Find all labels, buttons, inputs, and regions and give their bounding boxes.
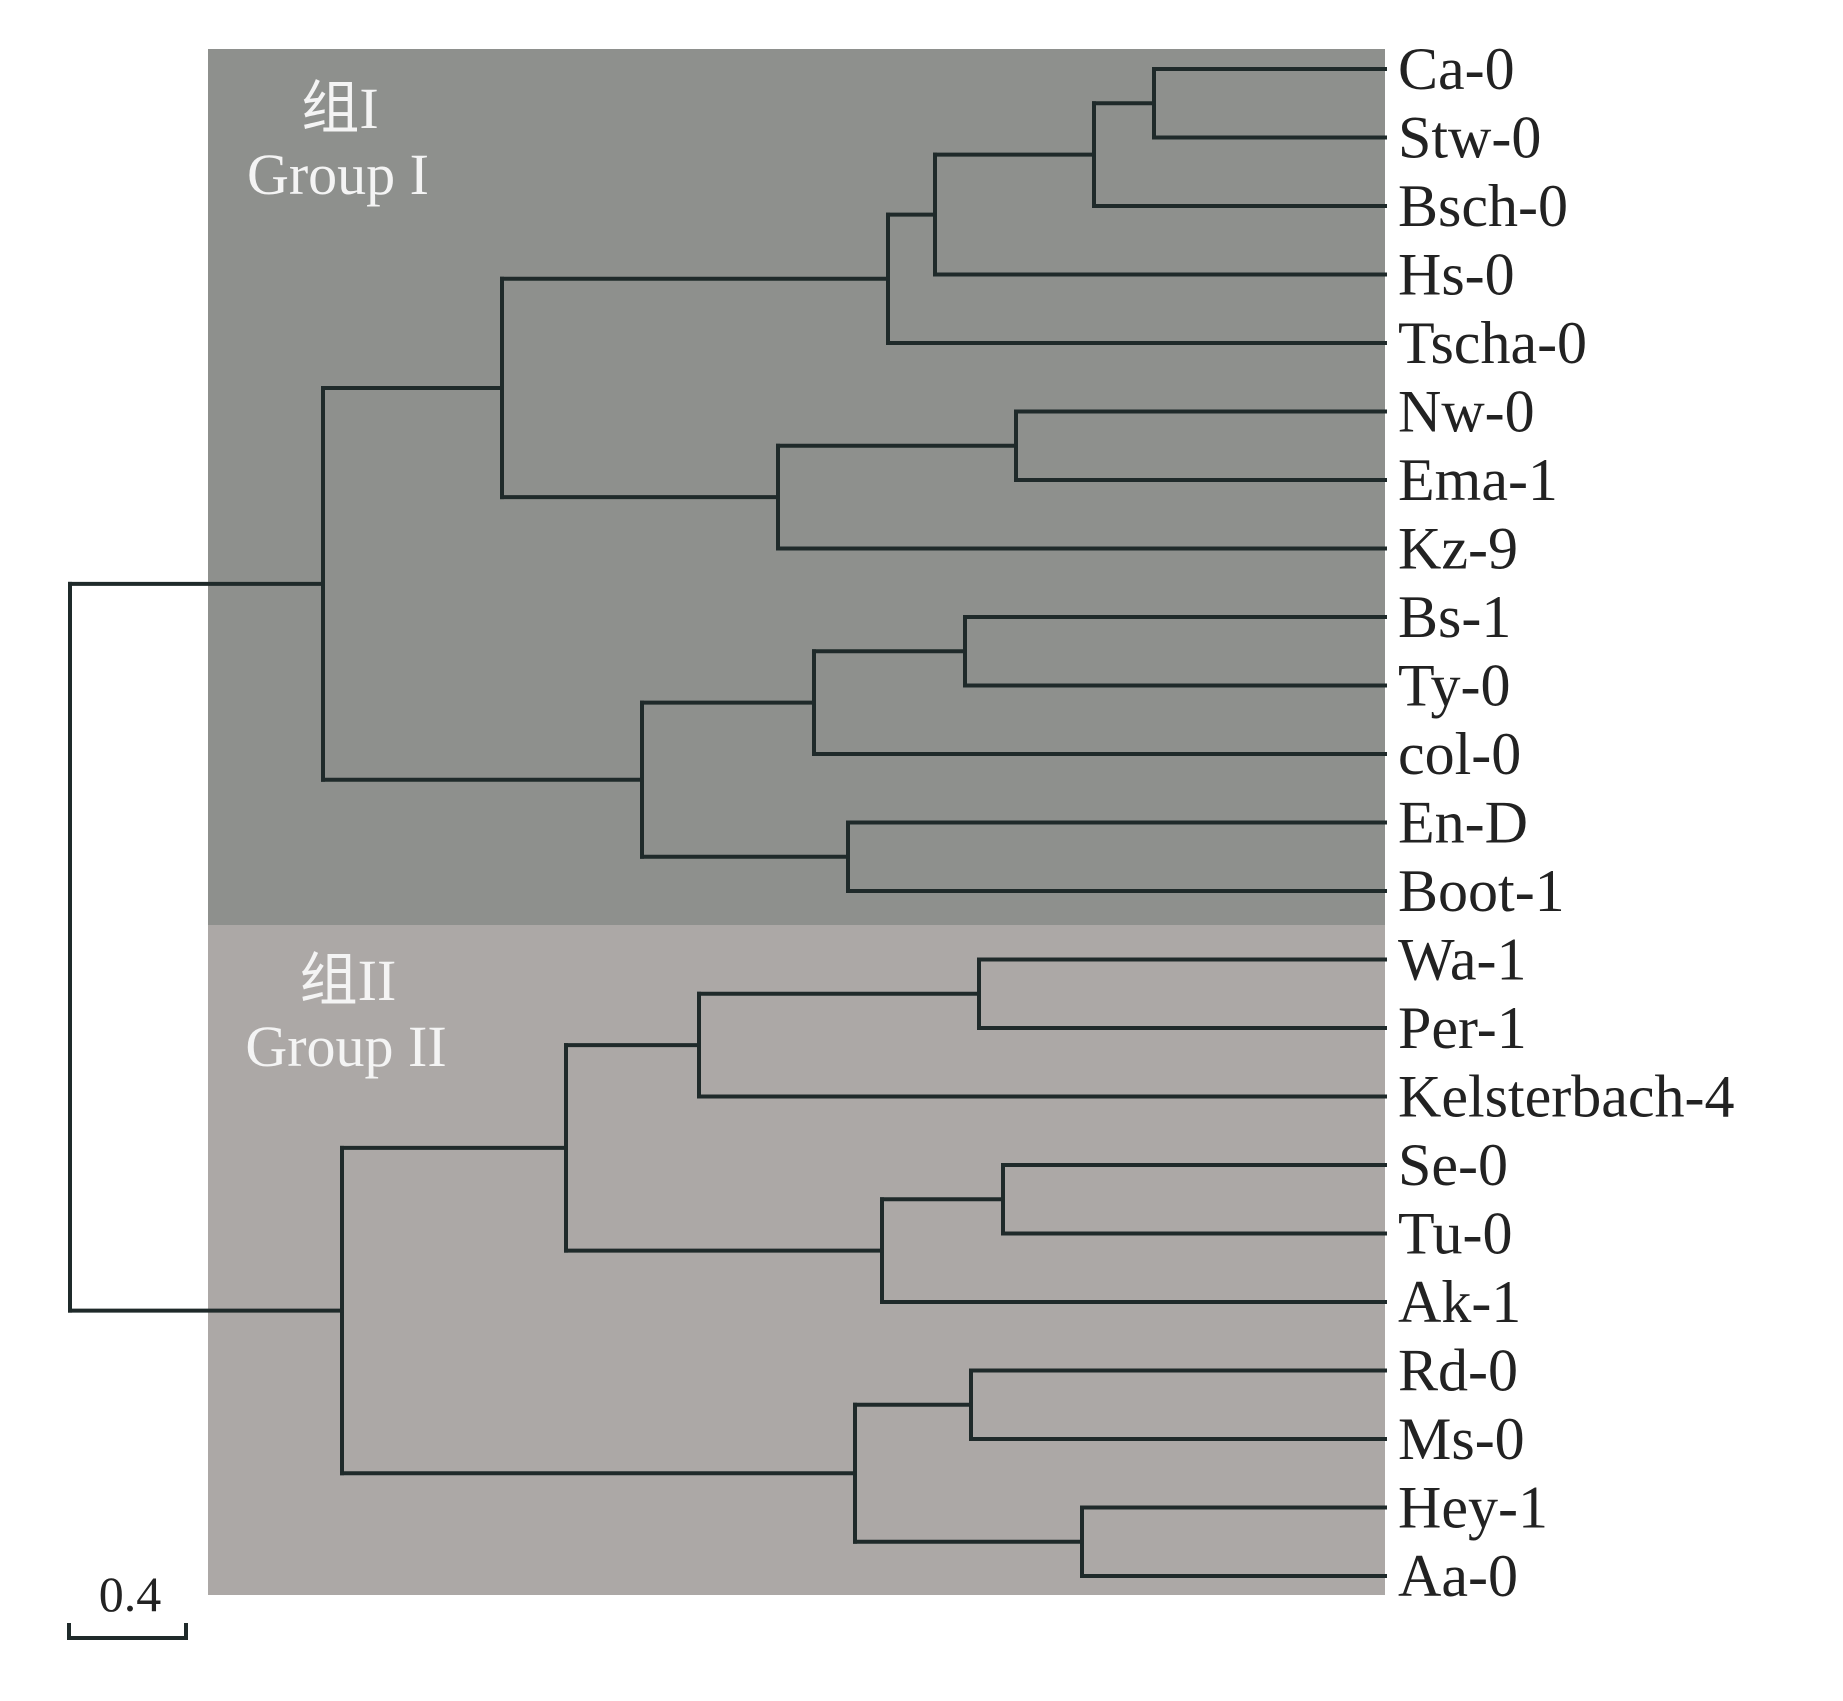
leaf-label: Boot-1 [1398, 858, 1565, 924]
leaf-label: Ak-1 [1398, 1269, 1521, 1335]
group-1-label-cn: 组I [301, 76, 378, 141]
leaf-label: Rd-0 [1398, 1338, 1518, 1404]
scale-bar-label: 0.4 [99, 1566, 162, 1622]
leaf-label: Ema-1 [1398, 447, 1558, 513]
group-1-label-en: Group I [247, 142, 429, 207]
leaf-label: Tscha-0 [1398, 310, 1587, 376]
group-2-label-cn: 组II [300, 948, 397, 1013]
leaf-label: Per-1 [1398, 995, 1527, 1061]
leaf-label: Se-0 [1398, 1132, 1508, 1198]
leaf-label: Wa-1 [1398, 927, 1526, 993]
leaf-label: Ca-0 [1398, 36, 1515, 102]
leaf-labels: Ca-0Stw-0Bsch-0Hs-0Tscha-0Nw-0Ema-1Kz-9B… [1398, 36, 1735, 1609]
leaf-label: Stw-0 [1398, 105, 1541, 171]
group-2-label-en: Group II [245, 1014, 446, 1079]
leaf-label: Bsch-0 [1398, 173, 1568, 239]
leaf-label: Hey-1 [1398, 1475, 1548, 1541]
leaf-label: Ms-0 [1398, 1406, 1525, 1472]
group-2-panel [208, 925, 1385, 1595]
leaf-label: col-0 [1398, 721, 1521, 787]
leaf-label: En-D [1398, 790, 1528, 856]
tree-branches [68, 67, 1387, 1578]
leaf-label: Kz-9 [1398, 516, 1518, 582]
leaf-label: Bs-1 [1398, 584, 1511, 650]
scale-bar-line [67, 1623, 188, 1640]
leaf-label: Hs-0 [1398, 242, 1515, 308]
leaf-label: Ty-0 [1398, 653, 1510, 719]
leaf-label: Tu-0 [1398, 1201, 1513, 1267]
leaf-label: Aa-0 [1398, 1543, 1518, 1609]
scale-bar: 0.4 [67, 1566, 188, 1640]
leaf-label: Kelsterbach-4 [1398, 1064, 1735, 1130]
leaf-label: Nw-0 [1398, 379, 1535, 445]
